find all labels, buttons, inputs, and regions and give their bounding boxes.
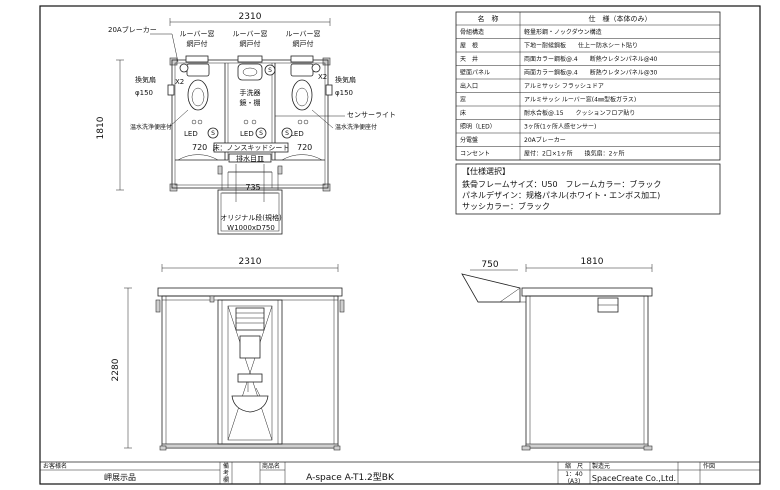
spec-row-name: 壁面パネル — [460, 69, 490, 77]
spec-row-name: コンセント — [460, 151, 490, 158]
scale-label: 縮 尺 — [565, 462, 583, 470]
spec-row-name: 出入口 — [460, 82, 478, 90]
product-label: 商品名 — [262, 462, 280, 470]
side-elevation: 1810 750 — [461, 257, 653, 451]
front-width-dim: 2310 — [239, 257, 262, 267]
fan-left-label: 換気扇 — [135, 75, 156, 84]
louver-center-label: ルーバー窓 — [233, 29, 268, 38]
fan-right-label: 換気扇 — [335, 75, 356, 84]
door-width-dim: 735 — [245, 183, 260, 192]
spec-row-name: 床 — [460, 109, 466, 117]
breaker-label: 20Aブレーカー — [108, 25, 157, 34]
svg-text:S: S — [285, 130, 289, 137]
side-depth-dim: 1810 — [581, 257, 604, 267]
maker-value: SpaceCreate Co.,Ltd. — [592, 474, 676, 483]
step-label: オリジナル段(規格) — [220, 213, 282, 222]
svg-text:S: S — [211, 130, 215, 137]
option-1: パネルデザイン：规格パネル(ホワイト・エンボス加工) — [462, 190, 660, 200]
toilet-right — [290, 63, 314, 111]
hand-sink: S — [237, 63, 276, 81]
screen-center-label: 網戸付 — [240, 39, 261, 48]
product-value: A-space A-T1.2型BK — [306, 472, 395, 483]
x2-right: X2 — [318, 73, 327, 81]
front-height-dim: 2280 — [111, 358, 121, 381]
client-value: 岬展示品 — [104, 473, 136, 482]
scale-value: 1：40 — [565, 471, 583, 478]
led-right: LED — [290, 130, 304, 138]
spec-row-value: 耐水合板@.15 クッションフロア貼り — [524, 109, 635, 117]
option-2: サッシカラー：ブラック — [462, 201, 550, 211]
toilet-left — [186, 63, 210, 111]
spec-row-value: 3ヶ所(1ヶ所人感センサー) — [524, 123, 596, 131]
outlet-mark: S — [268, 67, 272, 74]
drain-label: 排水目皿 — [236, 154, 264, 163]
louver-left-label: ルーバー窓 — [180, 29, 215, 38]
sink-label2: 鏡・棚 — [240, 98, 261, 107]
washlet-right-label: 温水洗浄便座付 — [335, 123, 377, 131]
led-left-group: LED S — [184, 119, 219, 139]
fan-left-size: φ150 — [135, 89, 153, 97]
paper-size: (A3) — [568, 478, 581, 485]
author-label: 作図 — [703, 462, 715, 470]
spec-row-value: アルミサッシ フラッシュドア — [524, 83, 604, 90]
led-center-group: LED S — [240, 119, 267, 139]
plan-height-dim: 1810 — [96, 116, 106, 139]
client-label: お客様名 — [43, 462, 67, 470]
led-center: LED — [240, 130, 254, 138]
spec-row-value: 軽量形鋼・ノックダウン構造 — [524, 28, 602, 36]
floor-label: 床：ノンスキッドシート — [213, 143, 290, 152]
front-elevation: 2310 2280 — [111, 257, 345, 451]
step-size: W1000xD750 — [227, 224, 275, 232]
spec-row-name: 屋 根 — [460, 42, 478, 50]
note-label-2: 考 — [223, 469, 229, 477]
title-block: お客様名 岬展示品 備 考 欄 商品名 A-space A-T1.2型BK 縮 … — [40, 461, 760, 485]
spec-row-name: 骨組構造 — [460, 28, 484, 36]
screen-right-label: 網戸付 — [293, 39, 314, 48]
led-right-group: LED S — [281, 119, 309, 139]
spec-row-value: 両面カラー鋼板@.4 断熱ウレタンパネル@30 — [524, 69, 658, 77]
sensor-light-label: センサーライト — [347, 111, 396, 119]
spec-row-name: 窓 — [460, 96, 466, 104]
spec-row-value: アルミサッシ ルーバー窓(4㎜型板ガラス) — [524, 96, 636, 104]
plan-view: 2310 1810 ルーバー窓 網戸付 ルーバー窓 網戸付 ルーバー窓 網戸付 … — [96, 12, 396, 235]
note-label-1: 備 — [223, 462, 229, 470]
note-label-3: 欄 — [223, 476, 229, 484]
room-left-width: 720 — [192, 143, 207, 152]
spec-header-name: 名 称 — [478, 14, 499, 23]
maker-label: 製造元 — [592, 462, 610, 470]
sink-label: 手洗器 — [240, 88, 261, 97]
spec-row-value: 屋付：2口×1ヶ所 換気扇：2ヶ所 — [524, 150, 624, 158]
spec-row-value: 20Aブレーカー — [524, 136, 566, 144]
svg-text:S: S — [259, 130, 263, 137]
plan-width-dim: 2310 — [239, 12, 262, 22]
spec-header-spec: 仕 様（本体のみ） — [589, 14, 652, 23]
option-0: 鉄骨フレームサイズ：U50 フレームカラー：ブラック — [462, 179, 661, 189]
spec-row-name: 照明（LED） — [460, 124, 496, 131]
side-canopy-dim: 750 — [481, 260, 498, 270]
options-box: 【仕様選択】 鉄骨フレームサイズ：U50 フレームカラー：ブラック パネルデザイ… — [455, 163, 721, 215]
x2-left: X2 — [175, 78, 184, 86]
sheet-border — [39, 5, 761, 485]
spec-row-name: 天 井 — [460, 55, 478, 63]
options-title: 【仕様選択】 — [462, 166, 510, 176]
spec-row-value: 両面カラー鋼板@.4 断熱ウレタンパネル@40 — [524, 55, 658, 63]
louver-right-label: ルーバー窓 — [286, 29, 321, 38]
fan-right-size: φ150 — [335, 89, 353, 97]
screen-left-label: 網戸付 — [187, 39, 208, 48]
washlet-left-label: 温水洗浄便座付 — [130, 123, 172, 131]
spec-row-value: 下地ー耐候鋼板 仕上ー防水シート貼り — [524, 42, 638, 50]
led-left: LED — [184, 130, 198, 138]
spec-row-name: 分電盤 — [460, 136, 478, 144]
room-right-width: 720 — [297, 143, 312, 152]
